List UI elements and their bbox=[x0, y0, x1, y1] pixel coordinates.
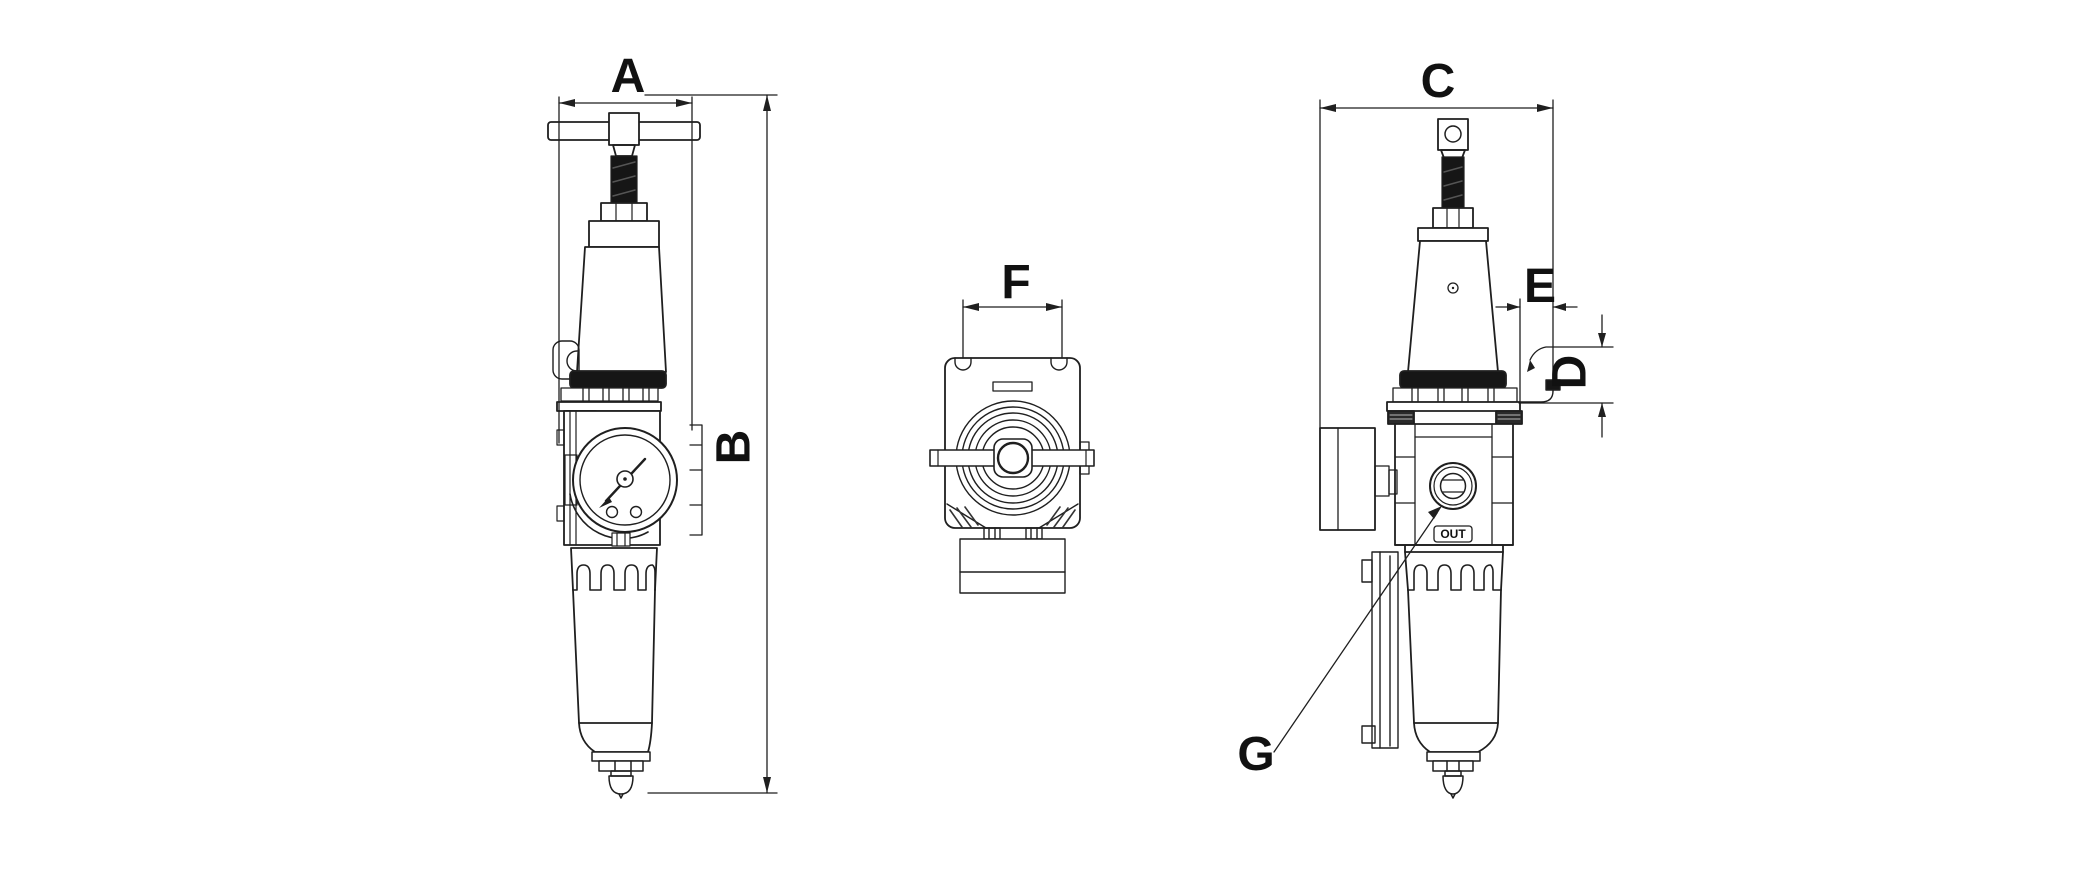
lock-nut bbox=[600, 202, 648, 222]
g-leader-arrow bbox=[1273, 506, 1442, 753]
top-view bbox=[929, 299, 1095, 594]
out-port-label-box bbox=[1433, 525, 1473, 543]
castellated-ring-side bbox=[1392, 387, 1518, 403]
dim-label-e: E bbox=[1524, 260, 1556, 313]
corner-chamfers bbox=[946, 503, 1079, 529]
lock-nut-side bbox=[1432, 207, 1474, 229]
dimension-d bbox=[1518, 314, 1614, 438]
t-handle bbox=[547, 112, 701, 157]
bayonet-latch bbox=[689, 424, 703, 536]
dim-label-c: C bbox=[1421, 55, 1456, 108]
castellated-ring bbox=[560, 387, 659, 402]
dimension-e bbox=[1495, 298, 1578, 402]
bonnet-cap bbox=[588, 220, 660, 248]
pressure-gauge-side bbox=[1319, 427, 1398, 531]
outlet-port bbox=[1429, 462, 1477, 510]
filter-bowl-side bbox=[1404, 551, 1504, 753]
drain-valve bbox=[591, 751, 651, 799]
bolt-hole-right bbox=[1050, 357, 1068, 371]
bonnet-cone bbox=[576, 246, 667, 373]
dim-label-a: A bbox=[611, 50, 646, 103]
bolt-hole-left bbox=[954, 357, 972, 371]
latch-clip-left bbox=[1387, 410, 1415, 425]
body-flange-side bbox=[1386, 401, 1521, 412]
filter-bowl bbox=[570, 547, 658, 753]
dim-label-g: G bbox=[1237, 728, 1274, 781]
bonnet-cone-side bbox=[1407, 240, 1499, 373]
dimension-c bbox=[1319, 99, 1554, 429]
side-view bbox=[1273, 99, 1614, 799]
front-view bbox=[547, 94, 778, 799]
dim-label-d: D bbox=[1544, 355, 1597, 390]
dimension-a bbox=[558, 96, 693, 444]
pressure-gauge bbox=[569, 427, 678, 540]
dimension-f bbox=[962, 299, 1063, 359]
gauge-top-projection bbox=[959, 527, 1066, 594]
bracket-edge-detail bbox=[1519, 379, 1561, 403]
regulator-body-side bbox=[1394, 423, 1514, 546]
dim-label-b: B bbox=[708, 430, 761, 465]
collar-band bbox=[569, 370, 667, 389]
mounting-bracket bbox=[1361, 551, 1399, 749]
bonnet-cap-side bbox=[1417, 227, 1489, 242]
dimension-b bbox=[644, 94, 778, 794]
body-flange bbox=[556, 401, 662, 412]
stem-cap bbox=[1437, 118, 1469, 159]
bowl-release-tab bbox=[611, 532, 631, 547]
collar-band-side bbox=[1399, 370, 1507, 389]
dim-label-f: F bbox=[1001, 256, 1030, 309]
latch-clip-right bbox=[1495, 410, 1523, 425]
drain-valve-side bbox=[1426, 751, 1481, 799]
out-port-label: OUT bbox=[1440, 527, 1466, 541]
